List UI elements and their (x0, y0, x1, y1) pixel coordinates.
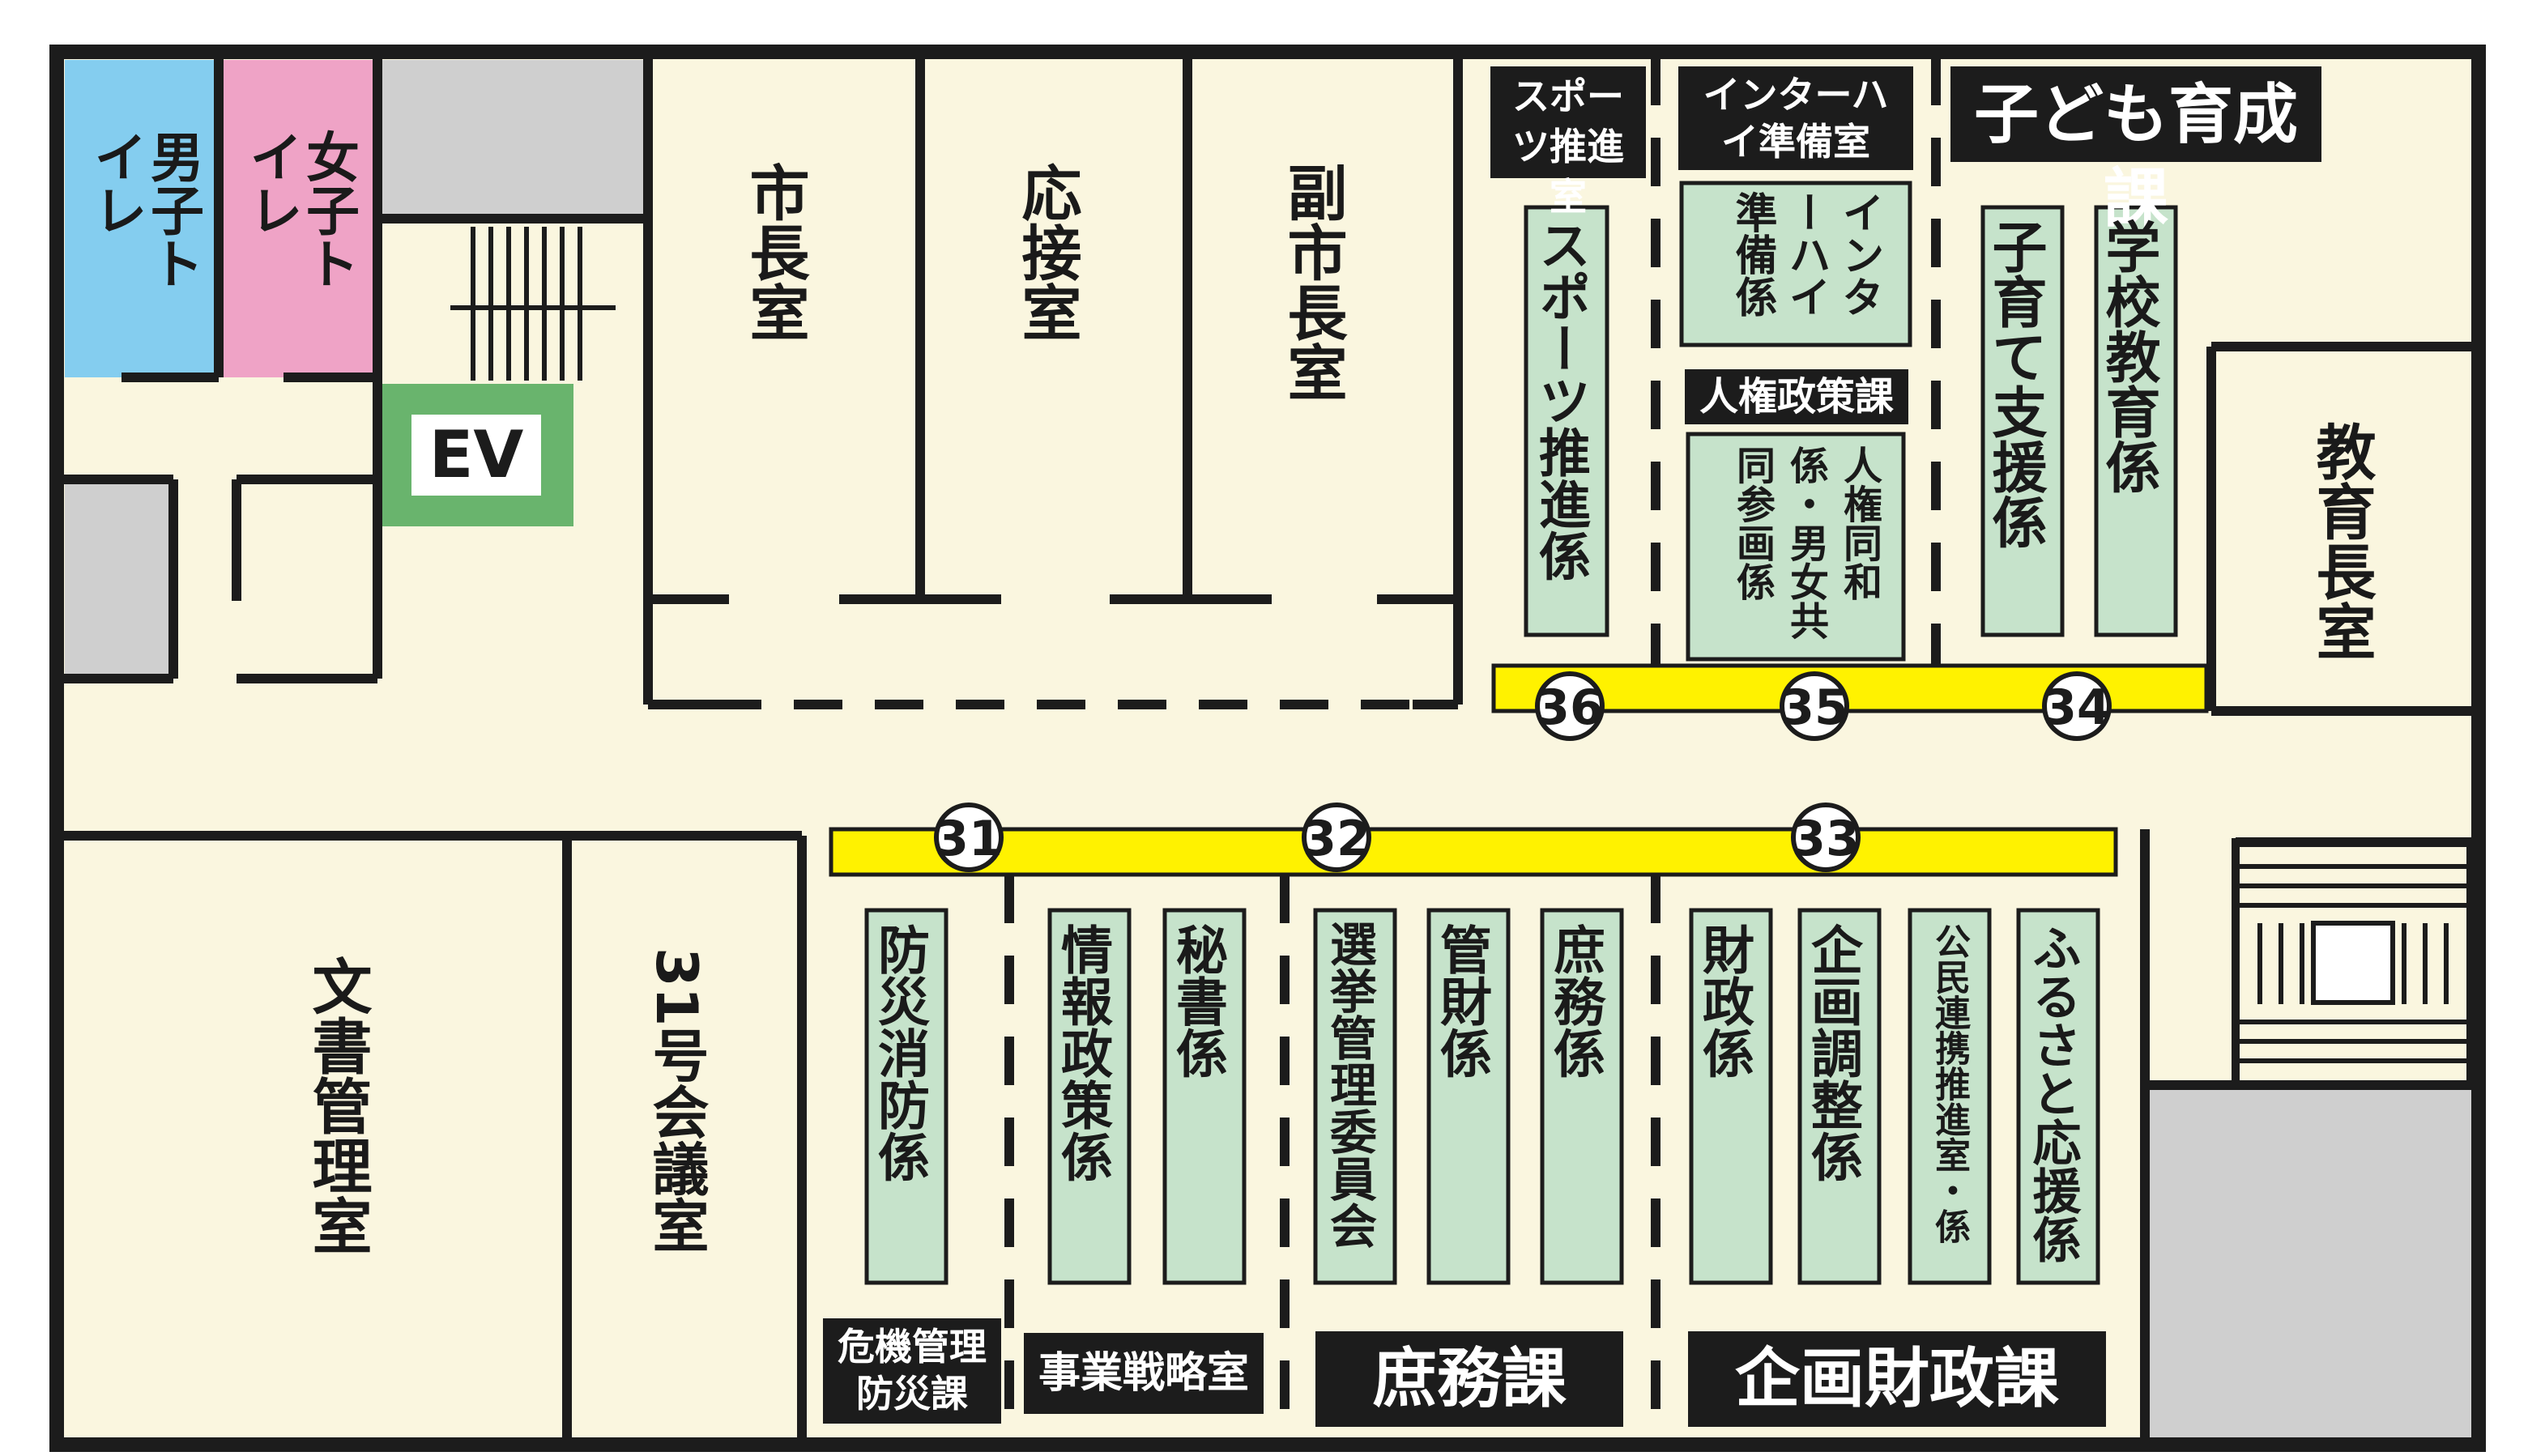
desk-election-committee-label: 選挙管理委員会 (1322, 920, 1377, 1249)
desk-disaster-fire (864, 908, 949, 1285)
counter-35-number: 35 (1780, 679, 1848, 736)
desk-info-policy-label: 情報政策係 (1052, 923, 1112, 1182)
deputy-mayor-office-label: 副市長室 (1277, 162, 1347, 402)
desk-planning-coordination (1797, 908, 1882, 1285)
desk-sports-promotion (1524, 205, 1609, 637)
desk-furusato-support-label: ふるさと応援係 (2024, 923, 2081, 1263)
desk-finance (1689, 908, 1773, 1285)
counter-36-number: 36 (1536, 679, 1604, 736)
counter-31-number: 31 (935, 811, 1003, 867)
upper-desks (1524, 181, 2178, 662)
desk-child-support (1980, 205, 2065, 637)
desk-school-education-label: 学校教育係 (2095, 219, 2159, 494)
counter-33-circle (1791, 803, 1861, 872)
desk-human-rights (1686, 432, 1906, 662)
counter-34-circle (2042, 671, 2112, 741)
desk-general-affairs (1540, 908, 1624, 1285)
elevator-label: EV (411, 415, 541, 496)
desk-planning-coordination-label: 企画調整係 (1802, 923, 1862, 1182)
desk-property-management (1426, 908, 1511, 1285)
lower-desks (864, 908, 2100, 1285)
desk-interhigh-prep (1679, 181, 1912, 347)
label-backgrounds (823, 66, 2321, 1427)
desk-sports-promotion-label: スポーツ推進係 (1530, 219, 1590, 581)
meeting-room-31-label: 31号会議室 (643, 947, 710, 1254)
desk-secretary (1162, 908, 1247, 1285)
desk-secretary-label: 秘書係 (1167, 923, 1227, 1079)
reception-room-label: 応接室 (1012, 162, 1081, 342)
education-chief-office-label: 教育長室 (2306, 421, 2376, 661)
desk-election-committee (1313, 908, 1397, 1285)
desk-furusato-support (2016, 908, 2100, 1285)
desk-citizen-partnership-label: 公民連携推進室・係 (1929, 923, 1970, 1244)
desk-disaster-fire-label: 防災消防係 (869, 923, 929, 1182)
desk-human-rights-label: 人権同和係・男女共同参画係 (1729, 445, 1882, 640)
interhigh-office-label: インターハイ準備室 (1703, 73, 1889, 164)
crisis-mgmt-label: 危機管理防災課 (838, 1325, 987, 1416)
gray-area-bottom-right (2146, 1085, 2472, 1440)
desk-property-management-label: 管財係 (1431, 923, 1491, 1079)
counter-34-number: 34 (2043, 679, 2111, 736)
mens-toilet-area (65, 60, 219, 377)
document-management-room-label: 文書管理室 (302, 956, 372, 1255)
gray-area-left (65, 479, 173, 674)
stairs-top (450, 227, 616, 381)
mayor-office-label: 市長室 (740, 162, 809, 342)
womens-toilet-area (219, 60, 377, 377)
mens-toilet-label: 男子トイレ (85, 130, 204, 290)
womens-toilet-label: 女子トイレ (241, 130, 360, 290)
counter-32-number: 32 (1302, 811, 1371, 867)
dashed-walls (713, 57, 1941, 1445)
counter-lower (829, 827, 2118, 877)
desk-finance-label: 財政係 (1694, 923, 1754, 1079)
human-rights-section-label: 人権政策課 (1699, 374, 1894, 419)
desk-citizen-partnership (1908, 908, 1992, 1285)
desk-interhigh-prep-label: インターハイ準備係 (1728, 191, 1883, 317)
desk-child-support-label: 子育て支援係 (1982, 219, 2046, 549)
sports-office-label: スポーツ推進室 (1512, 75, 1624, 219)
counter-33-number: 33 (1792, 811, 1860, 867)
counter-circles: 36 35 34 31 32 33 (934, 671, 2112, 872)
counter-35-circle (1780, 671, 1849, 741)
desk-school-education (2094, 205, 2178, 637)
desk-info-policy (1047, 908, 1132, 1285)
walls (49, 45, 2486, 1452)
gray-area-top (381, 60, 648, 219)
child-dev-section-label: 子ども育成課 (1974, 77, 2298, 236)
business-strategy-label: 事業戦略室 (1038, 1349, 1249, 1398)
counter-32-circle (1302, 803, 1371, 872)
planning-finance-section-label: 企画財政課 (1735, 1341, 2059, 1416)
counter-31-circle (934, 803, 1004, 872)
general-affairs-section-label: 庶務課 (1372, 1341, 1567, 1416)
desk-general-affairs-label: 庶務係 (1545, 923, 1605, 1079)
counter-36-circle (1535, 671, 1605, 741)
